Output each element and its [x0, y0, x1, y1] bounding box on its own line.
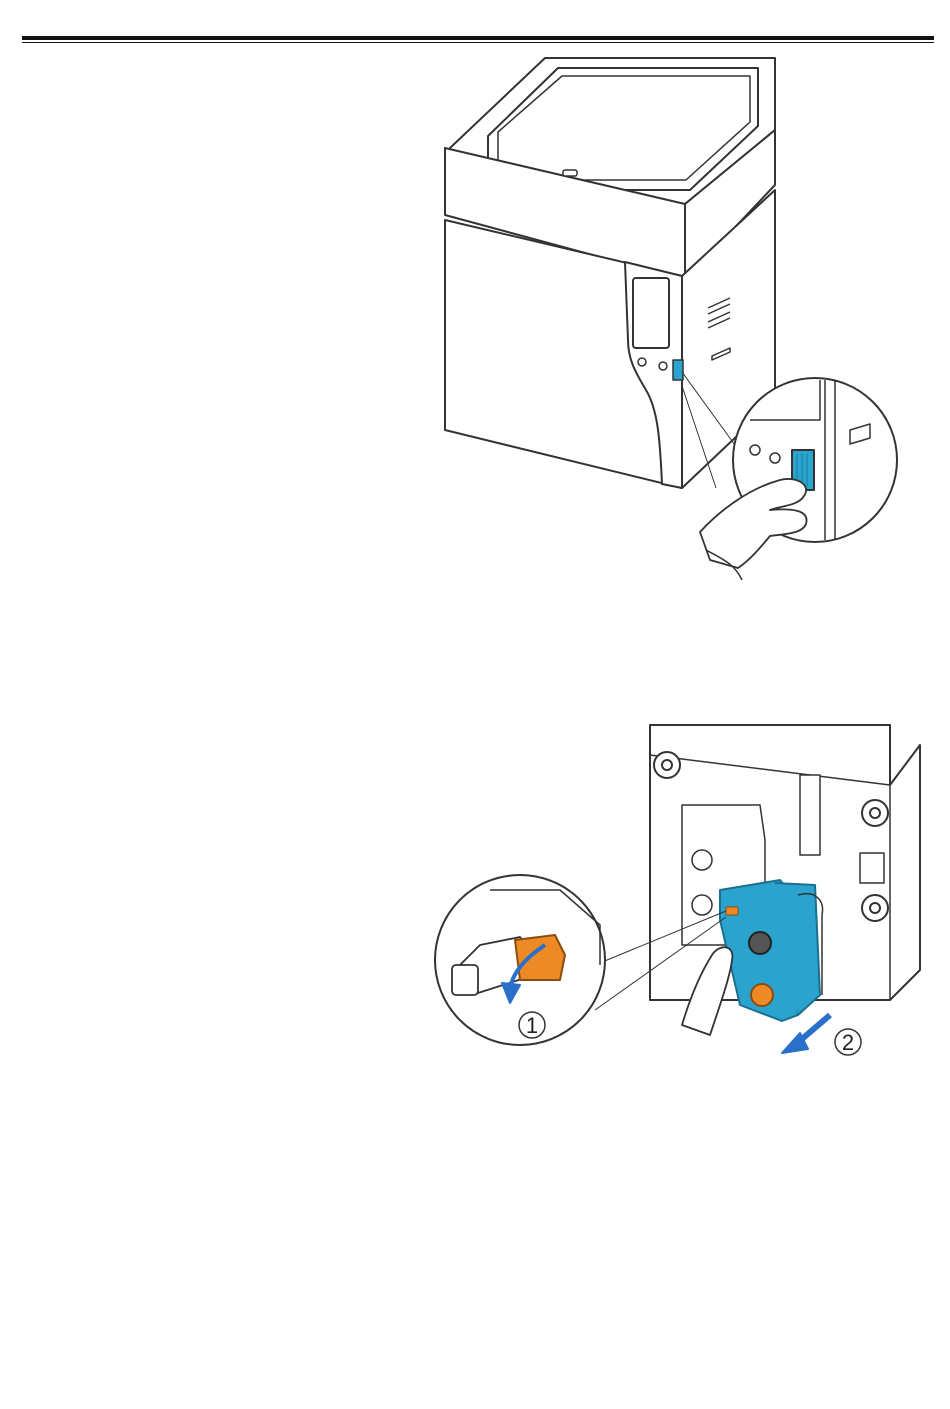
printer-front-figure	[420, 40, 920, 580]
step2-label: 2	[842, 1030, 854, 1055]
cartridge-knob-orange	[751, 984, 773, 1006]
gear-icon	[654, 752, 680, 778]
panel-display	[633, 278, 669, 348]
step1-label: 1	[526, 1013, 538, 1038]
cartridge-removal-figure: 1 2	[420, 715, 940, 1075]
release-lever	[515, 935, 565, 980]
cartridge-lever	[726, 907, 738, 915]
gear-icon	[862, 895, 888, 921]
cartridge-knob	[749, 932, 771, 954]
gear-icon	[862, 800, 888, 826]
release-button	[673, 360, 683, 380]
